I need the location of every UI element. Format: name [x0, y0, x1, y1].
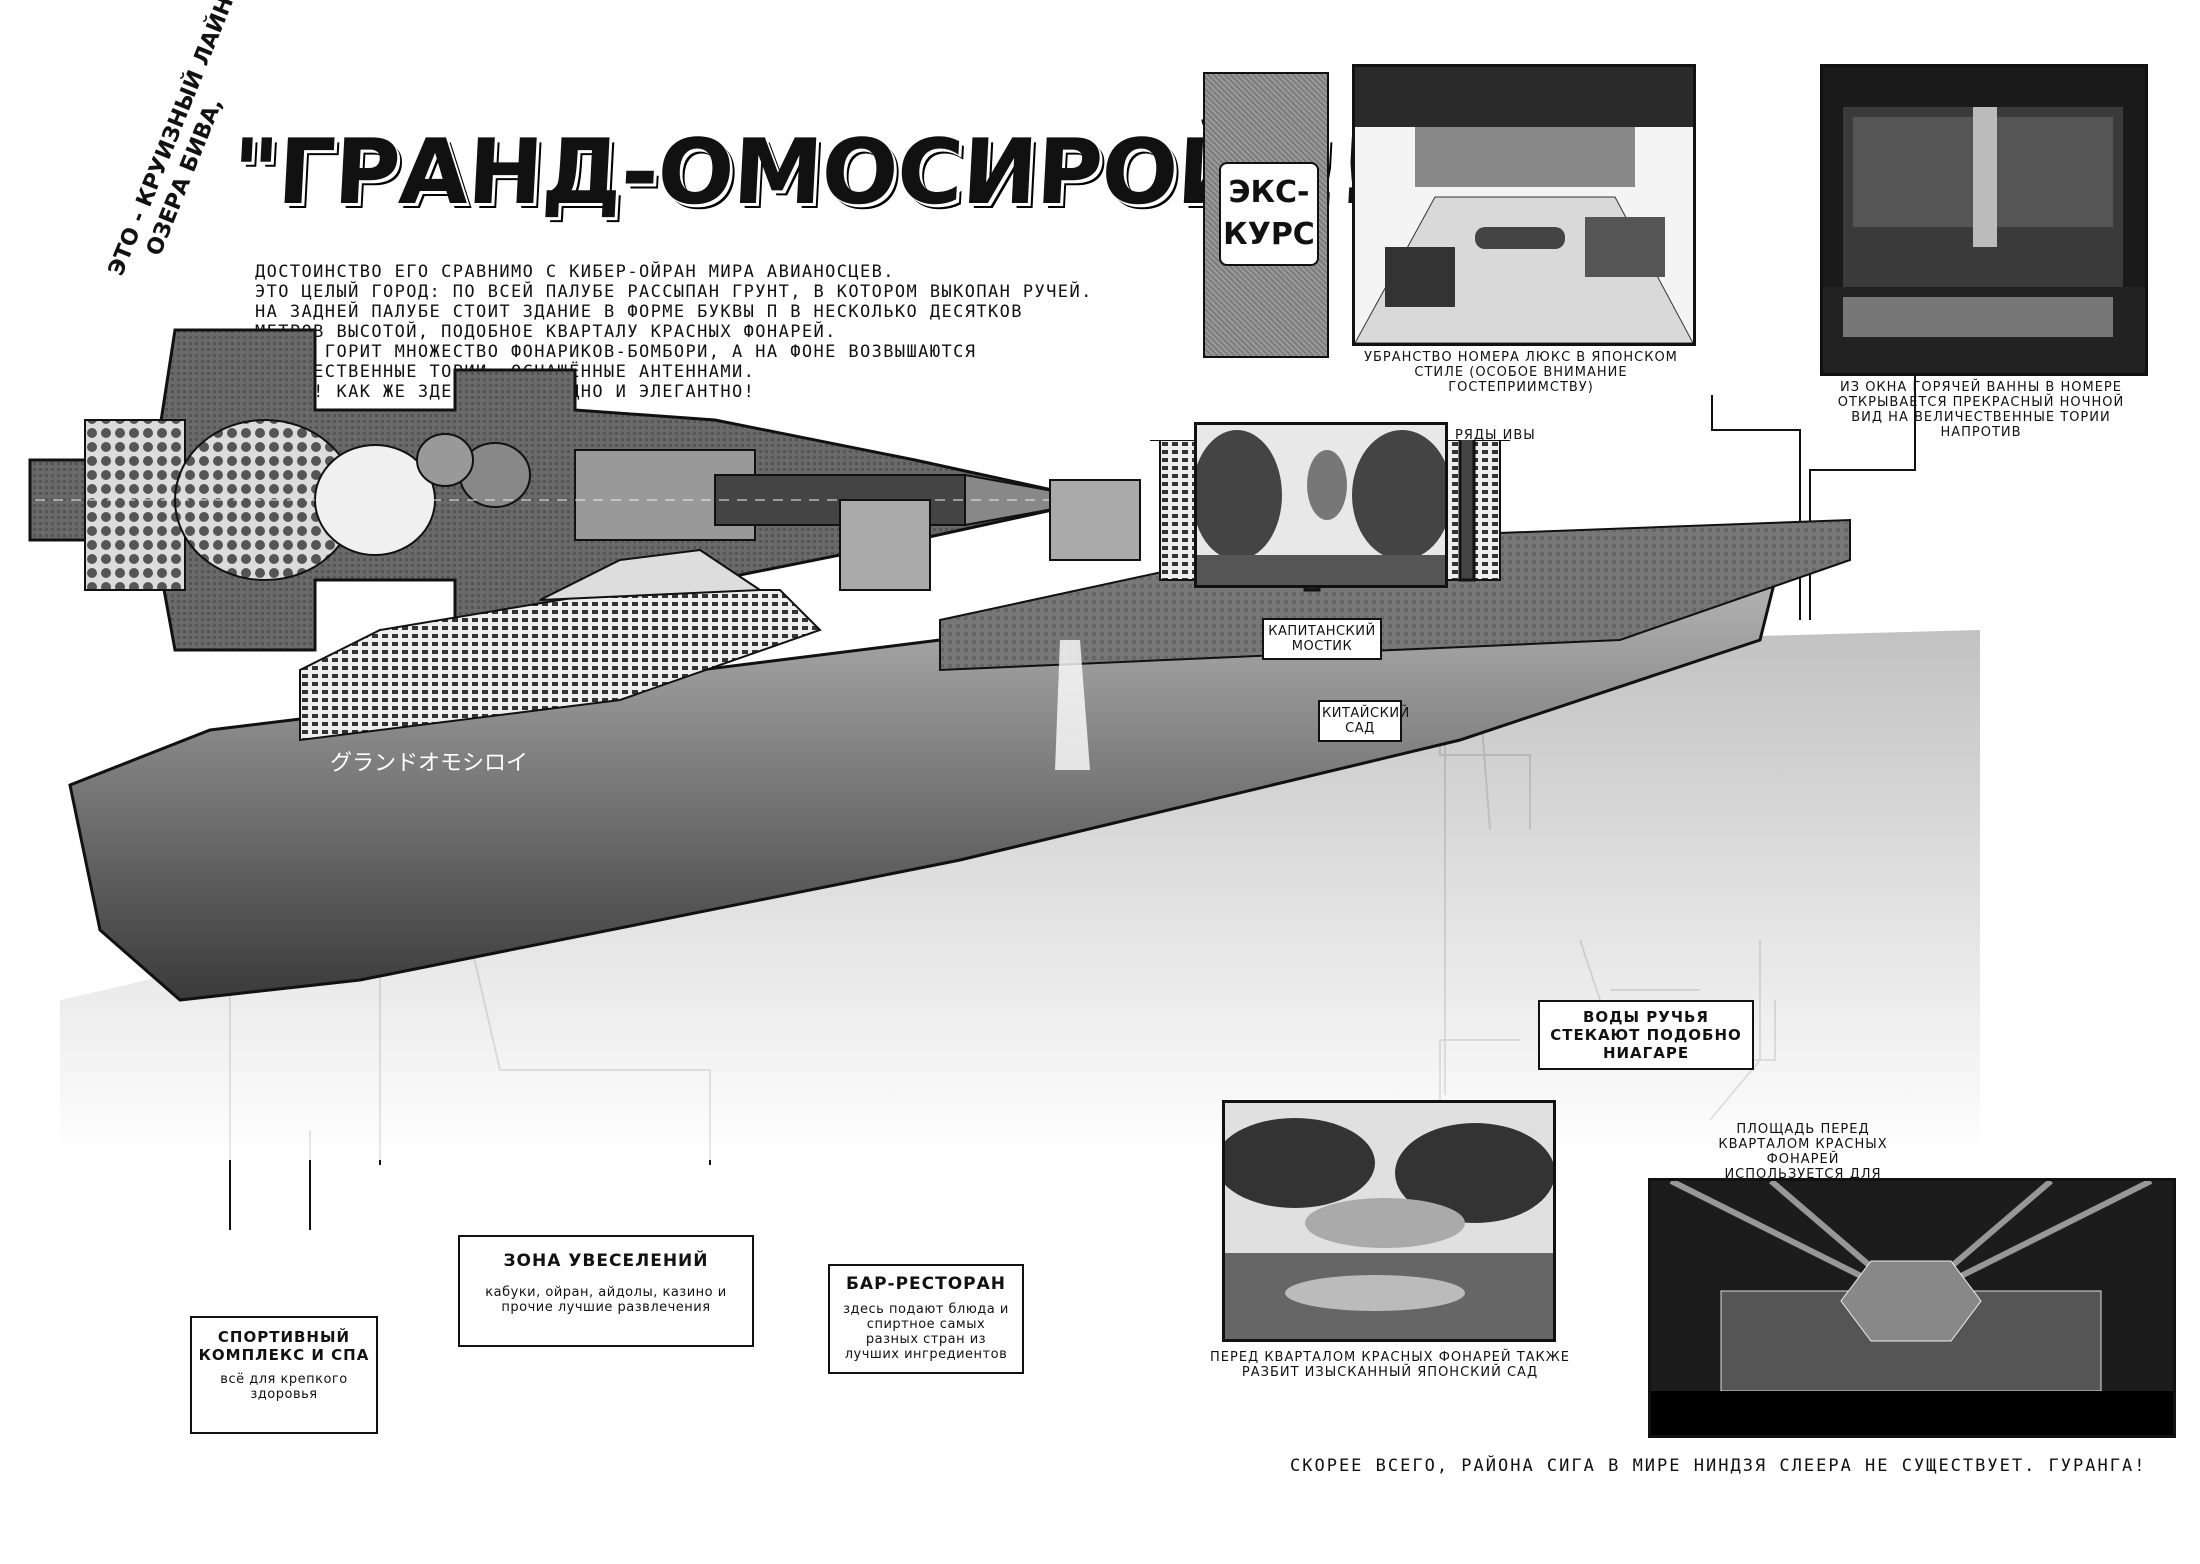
intro-line: НА ЗАДНЕЙ ПАЛУБЕ СТОИТ ЗДАНИЕ В ФОРМЕ БУ… [255, 302, 1023, 322]
willows-illustration [1197, 425, 1445, 585]
excursion-line-1: ЭКС- [1228, 175, 1310, 210]
willows-panel [1194, 422, 1448, 588]
bath-caption: Из окна горячей ванны в номере открывает… [1837, 380, 2125, 440]
intro-line: МЕТРОВ ВЫСОТОЙ, ПОДОБНОЕ КВАРТАЛУ КРАСНЫ… [255, 322, 837, 342]
japanese-garden-caption: Перед кварталом красных фонарей также ра… [1210, 1350, 1571, 1380]
concert-illustration [1651, 1181, 2173, 1435]
bath-illustration [1823, 67, 2145, 373]
ship-side-view: グランドオモシロイ [60, 440, 1980, 1160]
bar-restaurant-text: Здесь подают блюда и спиртное самых разн… [843, 1302, 1009, 1362]
bridge-label: Капитанский мостик [1268, 624, 1376, 654]
entertainment-text: Кабуки, ойран, айдолы, казино и прочие л… [485, 1285, 727, 1315]
waterfall-box: Воды ручья стекают подобно Ниагаре [1538, 1000, 1754, 1070]
sport-text: Всё для крепкого здоровья [220, 1372, 348, 1402]
entertainment-box: Зона увеселений Кабуки, ойран, айдолы, к… [458, 1235, 754, 1347]
bath-panel [1820, 64, 2148, 376]
entertainment-title: Зона увеселений [503, 1251, 709, 1271]
concert-panel [1648, 1178, 2176, 1438]
japanese-garden-panel [1222, 1100, 1556, 1342]
bar-restaurant-title: Бар-ресторан [845, 1274, 1007, 1294]
willows-caption: Ряды ивы [1455, 428, 1536, 443]
sport-title: Спортивный комплекс и СПА [198, 1328, 370, 1364]
sport-box: Спортивный комплекс и СПА Всё для крепко… [190, 1316, 378, 1434]
suite-caption: Убранство номера люкс в японском стиле (… [1364, 350, 1678, 395]
japanese-garden-illustration [1225, 1103, 1553, 1339]
suite-panel [1352, 64, 1696, 346]
bar-restaurant-box: Бар-ресторан Здесь подают блюда и спиртн… [828, 1264, 1024, 1374]
intro-line: ЭТО ЦЕЛЫЙ ГОРОД: ПО ВСЕЙ ПАЛУБЕ РАССЫПАН… [255, 282, 1093, 302]
hull-name: グランドオモシロイ [330, 751, 528, 776]
intro-line: ДОСТОИНСТВО ЕГО СРАВНИМО С КИБЕР-ОЙРАН М… [255, 262, 895, 282]
excursion-badge: ЭКС- КУРС [1203, 72, 1329, 358]
intro-line: ВЕЗДЕ ГОРИТ МНОЖЕСТВО ФОНАРИКОВ-БОМБОРИ,… [255, 342, 977, 362]
suite-illustration [1355, 67, 1693, 343]
bridge-label-box: Капитанский мостик [1262, 618, 1382, 660]
excursion-line-2: КУРС [1223, 217, 1315, 252]
chinese-garden-box: Китайский сад [1318, 700, 1410, 742]
excursion-badge-label: ЭКС- КУРС [1219, 162, 1319, 266]
chinese-garden-label: Китайский сад [1322, 706, 1410, 736]
footer-note: Скорее всего, района Сига в мире Ниндзя … [1290, 1456, 2147, 1476]
waterfall-label: Воды ручья стекают подобно Ниагаре [1550, 1008, 1742, 1062]
